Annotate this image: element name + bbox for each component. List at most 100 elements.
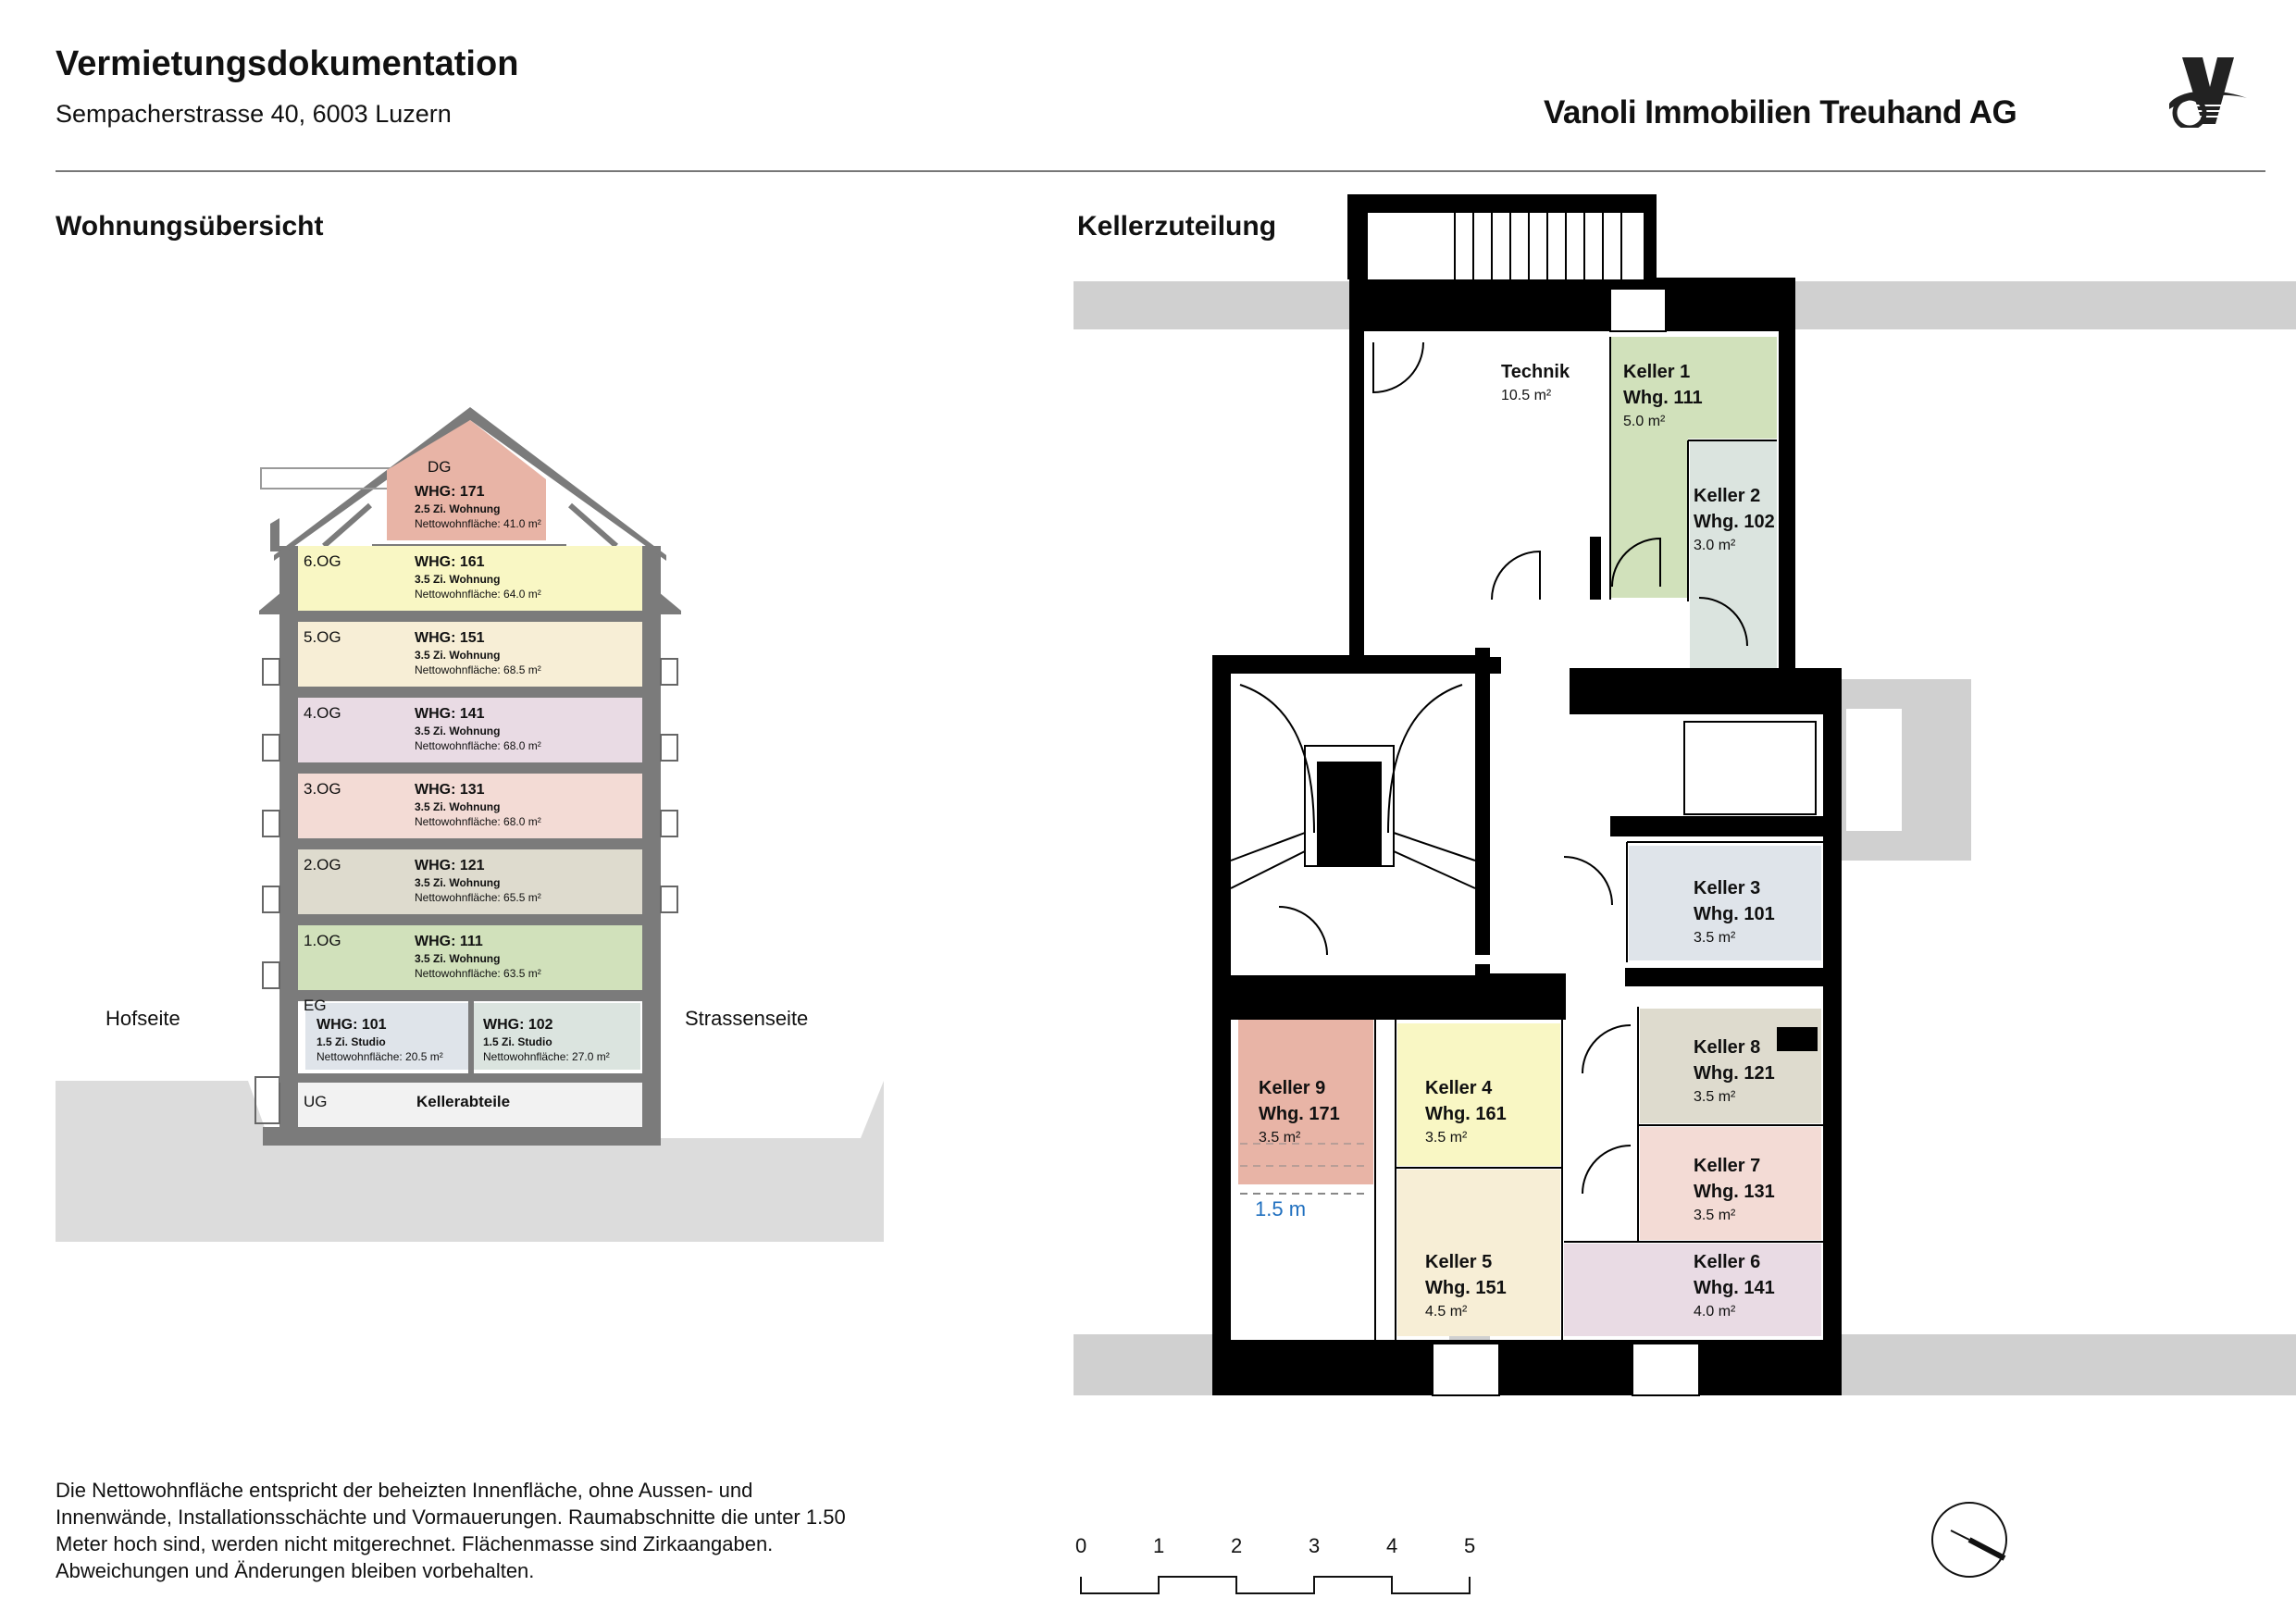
unit-number: WHG: 111 [415,934,483,949]
cellar-name: Keller 5 [1425,1252,1493,1272]
area-disclaimer: Die Nettowohnfläche entspricht der behei… [56,1479,846,1582]
cellar-name: Keller 3 [1694,878,1761,898]
cellar-rooms [1238,337,1823,1340]
scale-bar [1080,1576,1471,1594]
unit-number: WHG: 121 [415,858,485,873]
cellar-unit: Whg. 161 [1425,1104,1507,1124]
unit-area: Nettowohnfläche: 68.0 m² [415,815,541,828]
cellar-name: Keller 4 [1425,1078,1493,1098]
street-side-label: Strassenseite [685,1007,809,1030]
cellar-area: 3.5 m² [1694,1089,1736,1105]
floor-level-label: 2.OG [304,856,341,873]
floor-level-label: 5.OG [304,628,341,646]
floor-band [298,546,642,611]
cellar-keller2 [1690,440,1777,668]
unit-type: 1.5 Zi. Studio [316,1035,386,1048]
scale-tick-label: 1 [1153,1534,1165,1557]
unit-number: WHG: 151 [415,630,485,646]
cellar-keller9 [1238,1020,1373,1184]
cellar-area: 3.5 m² [1694,930,1736,946]
floor-band [298,849,642,914]
cellar-area: 5.0 m² [1623,414,1666,429]
unit-type: 3.5 Zi. Wohnung [415,876,501,889]
unit-area: Nettowohnfläche: 68.5 m² [415,663,541,676]
cellar-keller4 [1397,1023,1560,1166]
ground-area [56,1081,884,1242]
cellar-name: Keller 1 [1623,362,1691,382]
floor-level-label: DG [428,458,452,476]
unit-type: 1.5 Zi. Studio [483,1035,552,1048]
unit-area: Nettowohnfläche: 41.0 m² [415,517,541,530]
header-divider [56,170,2265,172]
scale-tick-label: 5 [1464,1534,1476,1557]
unit-area: Nettowohnfläche: 63.5 m² [415,967,541,980]
floor-band [298,774,642,838]
floor-level-label: 6.OG [304,552,341,570]
building-section-drawing [56,407,884,1242]
property-address: Sempacherstrasse 40, 6003 Luzern [56,100,452,128]
unit-number: WHG: 131 [415,782,485,798]
cellar-area: 4.0 m² [1694,1304,1736,1319]
cellar-name: Keller 7 [1694,1156,1761,1176]
cellar-keller6 [1564,1244,1821,1336]
cellar-unit: Whg. 131 [1694,1182,1775,1202]
courtyard-side-label: Hofseite [105,1007,180,1030]
unit-number: WHG: 161 [415,554,485,570]
floor-level-label: UG [304,1093,328,1110]
floor-level-label: EG [304,997,327,1014]
cellar-name: Keller 2 [1694,486,1761,506]
unit-area: Nettowohnfläche: 64.0 m² [415,588,541,601]
cellar-unit: Whg. 121 [1694,1063,1775,1084]
scale-tick-label: 2 [1231,1534,1243,1557]
unit-area: Nettowohnfläche: 27.0 m² [483,1050,610,1063]
cellar-unit: Whg. 102 [1694,512,1775,532]
unit-type: 3.5 Zi. Wohnung [415,573,501,586]
document-title: Vermietungsdokumentation [56,44,519,83]
cellar-keller1 [1610,337,1777,439]
room-area-technik: 10.5 m² [1501,388,1552,403]
unit-type: 3.5 Zi. Wohnung [415,649,501,662]
room-name-technik: Technik [1501,362,1570,382]
cellar-keller5 [1397,1170,1560,1336]
unit-number: WHG: 141 [415,706,485,722]
section-title-cellars: Kellerzuteilung [1077,211,1277,242]
floor-band-ug [298,1083,642,1127]
unit-number: WHG: 102 [483,1017,553,1033]
scale-tick-label: 3 [1309,1534,1321,1557]
scale-tick-label: 0 [1075,1534,1087,1557]
cellar-area: 3.5 m² [1425,1130,1468,1146]
unit-area: Nettowohnfläche: 65.5 m² [415,891,541,904]
clear-height-note: 1.5 m [1255,1197,1307,1220]
company-name: Vanoli Immobilien Treuhand AG [1544,94,2017,130]
floor-band-dg [387,420,546,540]
company-logo-icon [2169,57,2247,128]
floor-band [298,925,642,990]
unit-type: 2.5 Zi. Wohnung [415,502,501,515]
unit-type: 3.5 Zi. Wohnung [415,952,501,965]
unit-type: 3.5 Zi. Wohnung [415,725,501,737]
cellar-area: 3.0 m² [1694,538,1736,553]
floor-level-label: 4.OG [304,704,341,722]
section-title-apartments: Wohnungsübersicht [56,211,324,242]
cellar-area: 3.5 m² [1694,1208,1736,1223]
floor-band [298,698,642,762]
unit-type: 3.5 Zi. Wohnung [415,800,501,813]
basement-label: Kellerabteile [416,1093,511,1110]
cellar-area: 4.5 m² [1425,1304,1468,1319]
unit-number: WHG: 171 [415,484,485,500]
cellar-keller3 [1629,846,1821,960]
unit-area: Nettowohnfläche: 20.5 m² [316,1050,443,1063]
floor-bands [279,420,661,1127]
cellar-unit: Whg. 171 [1259,1104,1340,1124]
unit-number: WHG: 101 [316,1017,387,1033]
cellar-unit: Whg. 101 [1694,904,1775,924]
cellar-keller1-lower [1610,439,1688,598]
cellar-unit: Whg. 111 [1623,388,1703,408]
cellar-name: Keller 8 [1694,1037,1761,1058]
cellar-name: Keller 6 [1694,1252,1761,1272]
north-arrow-icon [1931,1502,2007,1578]
cellar-keller7 [1640,1127,1821,1240]
floor-level-label: 1.OG [304,932,341,949]
floor-level-label: 3.OG [304,780,341,798]
